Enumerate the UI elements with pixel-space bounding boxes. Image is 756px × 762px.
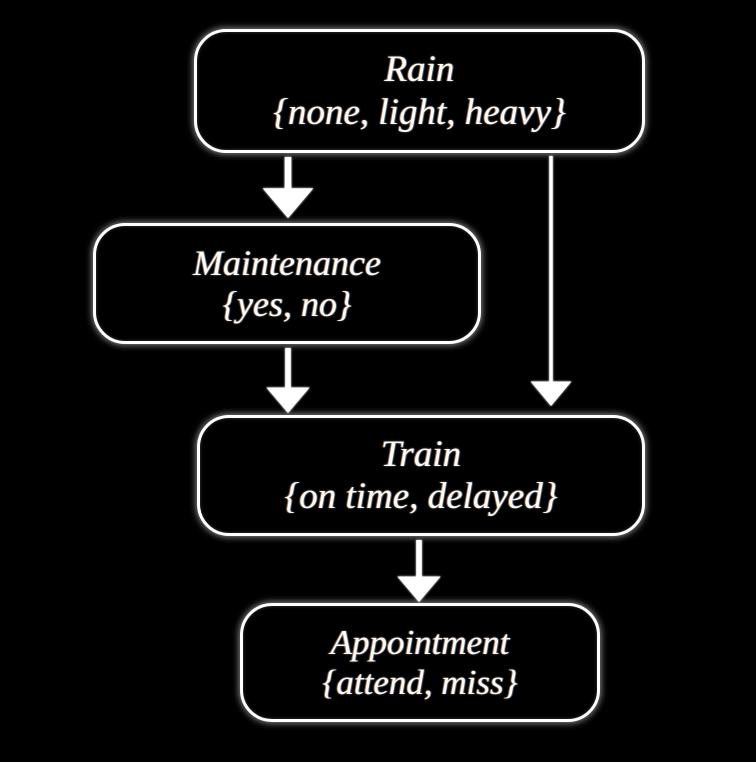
node-train[interactable]: Train {on time, delayed} xyxy=(197,415,645,536)
node-appointment-label: Appointment xyxy=(330,622,510,662)
node-maintenance[interactable]: Maintenance {yes, no} xyxy=(93,223,481,344)
node-appointment-states: {attend, miss} xyxy=(322,663,518,702)
node-train-states: {on time, delayed} xyxy=(284,476,558,517)
node-maintenance-states: {yes, no} xyxy=(222,284,352,324)
node-rain[interactable]: Rain {none, light, heavy} xyxy=(194,29,645,153)
node-train-label: Train xyxy=(380,433,462,475)
node-rain-label: Rain xyxy=(384,49,455,91)
node-appointment[interactable]: Appointment {attend, miss} xyxy=(240,603,600,722)
node-maintenance-label: Maintenance xyxy=(193,242,381,283)
node-rain-states: {none, light, heavy} xyxy=(273,91,566,133)
